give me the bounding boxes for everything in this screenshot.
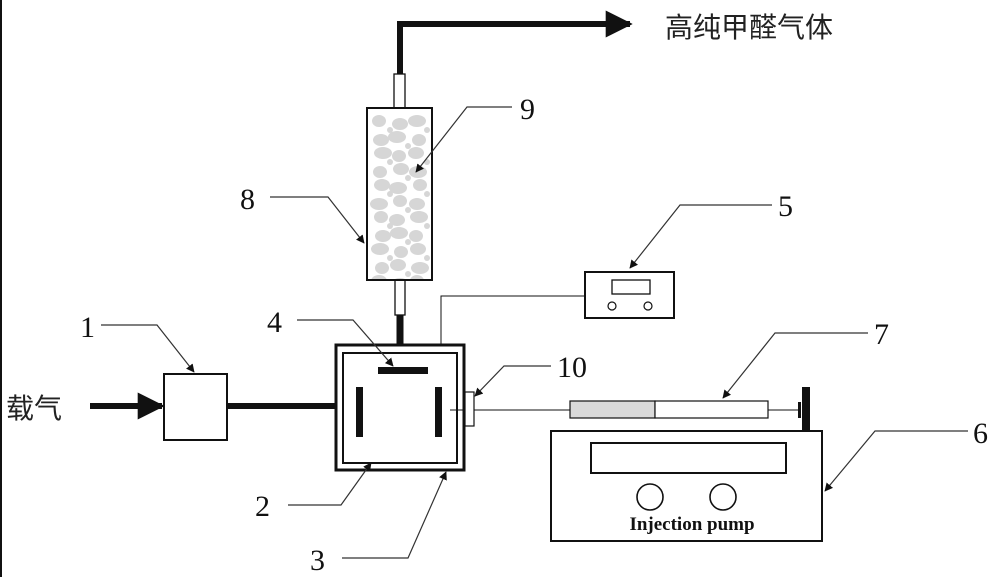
packing-pebble xyxy=(372,115,386,127)
packing-pebble xyxy=(424,255,430,261)
packing-pebble xyxy=(405,143,411,149)
packing-pebble xyxy=(412,134,426,146)
gas-flow-controller xyxy=(163,373,228,441)
packing-pebble xyxy=(424,127,430,133)
callout-label-10: 10 xyxy=(557,351,587,384)
packing-pebble xyxy=(413,179,427,191)
packing-pebble xyxy=(387,159,393,165)
purification-column xyxy=(366,73,433,316)
packing-pebble xyxy=(374,179,390,191)
callout-label-8: 8 xyxy=(240,183,255,216)
callout-label-1: 1 xyxy=(80,311,95,344)
packing-pebble xyxy=(389,182,407,194)
callout-label-4: 4 xyxy=(267,306,282,339)
packing-pebble xyxy=(424,287,430,293)
packing-pebble xyxy=(387,191,393,197)
callout-label-2: 2 xyxy=(255,490,270,523)
packing-pebble xyxy=(408,147,424,159)
packing-pebble xyxy=(373,134,389,146)
packing-pebble xyxy=(374,147,392,159)
packing-pebble xyxy=(371,275,387,279)
callout-label-7: 7 xyxy=(874,318,889,351)
packing-pebble xyxy=(390,227,408,239)
syringe-barrel xyxy=(654,400,769,419)
packing-pebble xyxy=(373,166,387,178)
leader-6 xyxy=(824,430,968,492)
electrode-left xyxy=(356,387,363,437)
callout-label-5: 5 xyxy=(778,190,793,223)
syringe-liquid xyxy=(569,400,656,419)
packing-pebble xyxy=(405,271,411,277)
column-bottom-connector xyxy=(394,279,406,316)
packing-pebble xyxy=(392,150,406,162)
leader-10 xyxy=(474,365,551,397)
pump-display xyxy=(590,442,787,474)
inlet-label: 载气 xyxy=(6,392,62,425)
electrode-right xyxy=(435,387,442,437)
controller-display xyxy=(611,279,651,295)
leader-1 xyxy=(101,324,195,373)
pump-button-right xyxy=(709,483,737,511)
pump-pusher-block xyxy=(802,387,810,431)
packing-pebble xyxy=(374,211,388,223)
packing-pebble xyxy=(389,214,405,226)
packing-pebble xyxy=(371,243,389,255)
leader-8 xyxy=(270,196,365,244)
leader-7 xyxy=(722,332,868,399)
pump-button-left xyxy=(636,483,664,511)
packing-pebble xyxy=(410,243,426,255)
controller-wire xyxy=(440,295,585,352)
outlet-pipe xyxy=(397,10,633,74)
controller-knob-right xyxy=(643,301,653,311)
packing-pebble xyxy=(388,131,406,143)
column-packing xyxy=(370,115,430,293)
packing-pebble xyxy=(387,223,393,229)
column-top-connector xyxy=(393,73,406,109)
callout-label-9: 9 xyxy=(520,93,535,126)
packing-pebble xyxy=(411,262,429,274)
leader-5 xyxy=(629,204,772,269)
packing-pebble xyxy=(424,223,430,229)
packing-pebble xyxy=(387,127,393,133)
callout-label-3: 3 xyxy=(310,544,325,577)
controller-knob-left xyxy=(607,301,617,311)
callout-leaders xyxy=(101,106,968,559)
packing-pebble xyxy=(375,262,389,274)
injection-pump: Injection pump xyxy=(550,430,823,542)
reaction-chamber xyxy=(334,343,466,472)
injection-port xyxy=(464,391,475,427)
packing-pebble xyxy=(394,246,408,258)
packing-pebble xyxy=(370,198,388,210)
packing-pebble xyxy=(387,287,393,293)
packing-pebble xyxy=(410,275,424,279)
packing-pebble xyxy=(405,239,411,245)
leader-3 xyxy=(342,471,447,559)
syringe xyxy=(569,387,810,431)
packing-pebble xyxy=(409,166,427,178)
packing-pebble xyxy=(395,278,405,279)
leader-9 xyxy=(415,106,512,173)
heating-plate xyxy=(378,367,428,374)
packing-pebble xyxy=(409,198,425,210)
packing-pebble xyxy=(393,195,407,207)
packing-pebble xyxy=(405,207,411,213)
packing-pebble xyxy=(387,255,393,261)
packing-pebble xyxy=(409,230,423,242)
leader-4 xyxy=(297,319,394,367)
packing-pebble xyxy=(393,163,409,175)
syringe-plunger-head xyxy=(798,402,801,418)
packing-pebble xyxy=(392,118,408,130)
callout-label-6: 6 xyxy=(973,417,988,450)
packing-pebble xyxy=(390,259,406,271)
packing-pebble xyxy=(424,191,430,197)
packing-pebble xyxy=(410,211,428,223)
pump-label: Injection pump xyxy=(629,514,754,535)
packing-pebble xyxy=(408,115,426,127)
packing-pebble xyxy=(375,230,391,242)
packing-pebble xyxy=(405,175,411,181)
leader-2 xyxy=(288,462,372,506)
outlet-label: 高纯甲醛气体 xyxy=(665,11,833,44)
temperature-controller xyxy=(584,271,675,319)
